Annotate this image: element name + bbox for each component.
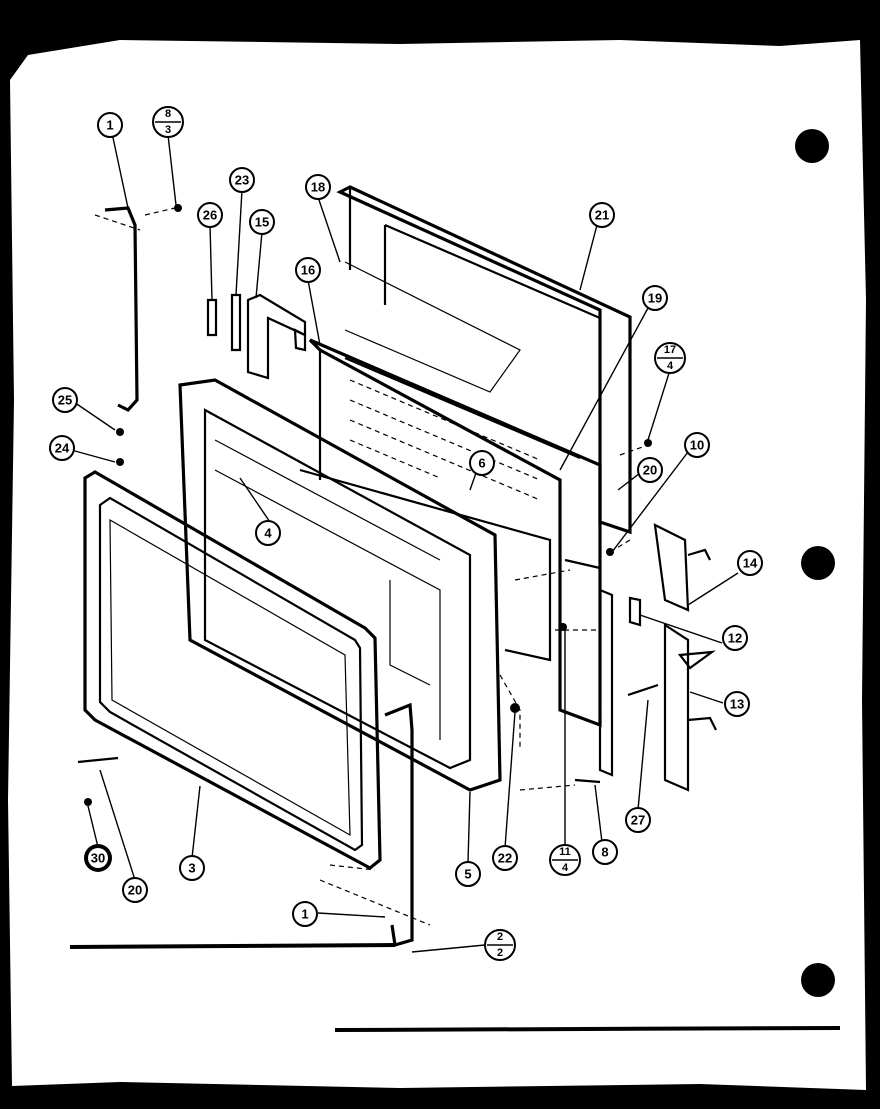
punch-hole-top <box>795 129 829 163</box>
svg-text:20: 20 <box>128 883 142 898</box>
callout-21: 21 <box>589 202 615 228</box>
small-hardware <box>77 428 659 806</box>
callout-25: 25 <box>52 387 78 413</box>
callout-24: 24 <box>49 435 75 461</box>
svg-text:15: 15 <box>255 215 269 230</box>
callout-5: 5 <box>455 861 481 887</box>
part-13-hinge-bracket <box>663 622 717 792</box>
svg-text:2: 2 <box>497 931 503 943</box>
svg-text:22: 22 <box>498 851 512 866</box>
svg-text:13: 13 <box>730 697 744 712</box>
svg-text:4: 4 <box>667 360 674 372</box>
svg-text:11: 11 <box>559 846 571 858</box>
svg-text:1: 1 <box>301 907 308 922</box>
svg-text:8: 8 <box>165 108 171 120</box>
callout-6: 6 <box>469 450 495 476</box>
svg-text:19: 19 <box>648 291 662 306</box>
parts-23-26-15-strips <box>206 293 307 380</box>
svg-text:14: 14 <box>743 556 758 571</box>
callout-4: 4 <box>255 520 281 546</box>
callouts: 1 83 23 26 15 18 16 21 19 174 20 10 6 14… <box>49 106 763 961</box>
svg-text:17: 17 <box>664 344 676 356</box>
callout-22: 22 <box>492 845 518 871</box>
scan-line-bottom-right <box>334 1026 841 1032</box>
svg-text:12: 12 <box>728 631 742 646</box>
part-12-latch <box>628 596 642 627</box>
callout-27: 27 <box>625 807 651 833</box>
svg-text:3: 3 <box>188 861 195 876</box>
part-1-bottom-hinge-rod <box>319 702 431 948</box>
callout-10: 10 <box>684 432 710 458</box>
callout-26: 26 <box>197 202 223 228</box>
callout-13: 13 <box>724 691 750 717</box>
svg-text:20: 20 <box>643 463 657 478</box>
callout-3: 3 <box>179 855 205 881</box>
svg-text:26: 26 <box>203 208 217 223</box>
svg-text:23: 23 <box>235 173 249 188</box>
part-5-choke-frame <box>178 378 502 792</box>
svg-text:27: 27 <box>631 813 645 828</box>
svg-text:1: 1 <box>106 118 113 133</box>
svg-text:24: 24 <box>55 441 70 456</box>
callout-20-right: 20 <box>637 457 663 483</box>
svg-text:8: 8 <box>601 845 608 860</box>
callout-12: 12 <box>722 625 748 651</box>
alignment-dashes <box>499 444 649 791</box>
svg-text:16: 16 <box>301 263 315 278</box>
callout-1-top: 1 <box>97 112 123 138</box>
part-14-hinge-bracket <box>653 523 711 612</box>
svg-text:4: 4 <box>264 526 272 541</box>
callout-19: 19 <box>642 285 668 311</box>
callout-14: 14 <box>737 550 763 576</box>
svg-text:6: 6 <box>478 456 485 471</box>
svg-text:3: 3 <box>165 124 171 136</box>
callout-15: 15 <box>249 209 275 235</box>
svg-text:18: 18 <box>311 180 325 195</box>
callout-18: 18 <box>305 174 331 200</box>
svg-text:30: 30 <box>91 851 105 866</box>
part-1-top-hinge-rod <box>94 204 182 412</box>
part-8-latch-rail <box>574 588 614 784</box>
callout-8: 8 <box>592 839 618 865</box>
svg-text:2: 2 <box>497 947 503 959</box>
callout-1-bottom: 1 <box>292 901 318 927</box>
callout-16: 16 <box>295 257 321 283</box>
svg-text:4: 4 <box>562 862 569 874</box>
svg-text:5: 5 <box>464 867 471 882</box>
part-3-outer-door-frame <box>83 470 382 870</box>
part-6-inner-frame <box>299 468 552 662</box>
callout-11-over-4: 114 <box>549 844 581 876</box>
callout-20-left: 20 <box>122 877 148 903</box>
callout-17-over-4: 174 <box>654 342 686 374</box>
punch-hole-bottom <box>801 963 835 997</box>
callout-8-over-3: 83 <box>152 106 184 138</box>
svg-text:25: 25 <box>58 393 72 408</box>
punch-hole-middle <box>801 546 835 580</box>
callout-23: 23 <box>229 167 255 193</box>
svg-text:10: 10 <box>690 438 704 453</box>
svg-text:21: 21 <box>595 208 609 223</box>
scan-line-bottom-left <box>69 943 396 949</box>
part-19-mesh-panel <box>308 338 602 728</box>
callout-2-over-2: 22 <box>484 929 516 961</box>
callout-30: 30 <box>84 844 112 872</box>
